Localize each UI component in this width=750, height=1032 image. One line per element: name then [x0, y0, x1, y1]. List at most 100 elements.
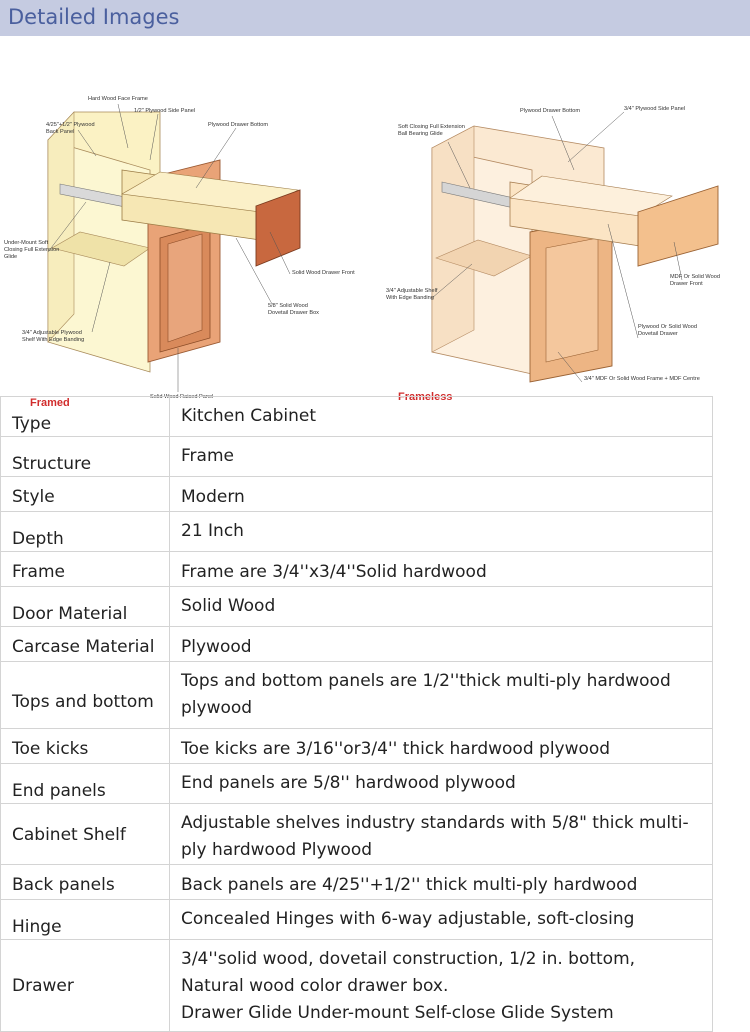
label-shelf-1: 3/4" Adjustable Plywood — [22, 330, 82, 336]
spec-key-cell: End panels — [0, 763, 170, 804]
label-dovetail-1: Plywood Or Solid Wood — [638, 324, 697, 330]
spec-key: Hinge — [12, 917, 62, 937]
spec-value-cell: Adjustable shelves industry standards wi… — [169, 803, 713, 865]
label-drawer-front: Solid Wood Drawer Front — [292, 270, 355, 276]
framed-cabinet-image: Hard Wood Face Frame 1/2" Plywood Side P… — [0, 52, 372, 406]
spec-key-cell: Tops and bottom — [0, 661, 170, 729]
spec-key: Frame — [12, 562, 65, 582]
label-shelf-2: Shelf With Edge Banding — [22, 337, 84, 343]
spec-key: Toe kicks — [12, 739, 89, 759]
label-glide-3: Glide — [4, 254, 17, 260]
table-row: Carcase Material Plywood — [0, 626, 713, 662]
spec-value-cell: Frame — [169, 436, 713, 477]
spec-value-cell: Frame are 3/4''x3/4''Solid hardwood — [169, 551, 713, 587]
spec-value-cell: Back panels are 4/25''+1/2'' thick multi… — [169, 864, 713, 900]
label-glide-2: Ball Bearing Glide — [398, 131, 443, 137]
spec-key-cell: Style — [0, 476, 170, 512]
label-mdf-front-2: Drawer Front — [670, 281, 703, 287]
label-drawer-box-1: 5/8" Solid Wood — [268, 303, 308, 309]
label-side-panel: 1/2" Plywood Side Panel — [134, 108, 195, 114]
spec-key-cell: Back panels — [0, 864, 170, 900]
spec-key-cell: Door Material — [0, 586, 170, 627]
label-face-frame: Hard Wood Face Frame — [88, 96, 148, 102]
spec-value: Modern — [181, 487, 245, 507]
spec-key-cell: Hinge — [0, 899, 170, 940]
spec-key: Type — [12, 414, 52, 434]
label-glide-1: Under-Mount Soft — [4, 240, 49, 246]
table-row: Frame Frame are 3/4''x3/4''Solid hardwoo… — [0, 551, 713, 587]
spec-key: Drawer — [12, 975, 74, 996]
table-row: Tops and bottom Tops and bottom panels a… — [0, 661, 713, 729]
spec-value: End panels are 5/8'' hardwood plywood — [181, 773, 516, 793]
table-row: Type Kitchen Cabinet — [0, 396, 713, 437]
spec-key-cell: Toe kicks — [0, 728, 170, 764]
table-row: Hinge Concealed Hinges with 6-way adjust… — [0, 899, 713, 940]
detailed-images: Hard Wood Face Frame 1/2" Plywood Side P… — [0, 36, 750, 406]
table-row: Drawer 3/4''solid wood, dovetail constru… — [0, 939, 713, 1032]
spec-key-cell: Cabinet Shelf — [0, 803, 170, 865]
table-row: Back panels Back panels are 4/25''+1/2''… — [0, 864, 713, 900]
spec-value-secondary: Drawer Glide Under-mount Self-close Glid… — [181, 1003, 614, 1023]
spec-value: Frame are 3/4''x3/4''Solid hardwood — [181, 562, 487, 582]
spec-value-cell: 3/4''solid wood, dovetail construction, … — [169, 939, 713, 1032]
spec-key: Carcase Material — [12, 637, 155, 657]
spec-value-cell: Concealed Hinges with 6-way adjustable, … — [169, 899, 713, 940]
section-title: Detailed Images — [8, 5, 180, 29]
spec-value-cell: End panels are 5/8'' hardwood plywood — [169, 763, 713, 804]
spec-value: Solid Wood — [181, 596, 276, 616]
label-frame: 3/4" MDF Or Solid Wood Frame + MDF Centr… — [584, 376, 700, 382]
spec-value-group: 3/4''solid wood, dovetail construction, … — [171, 941, 712, 1028]
table-row: Structure Frame — [0, 436, 713, 477]
spec-value: Plywood — [181, 637, 252, 657]
spec-key: Style — [12, 487, 55, 507]
label-shelf-2: With Edge Banding — [386, 295, 434, 301]
table-row: Door Material Solid Wood — [0, 586, 713, 627]
label-drawer-box-2: Dovetail Drawer Box — [268, 310, 319, 316]
label-shelf-1: 3/4" Adjustable Shelf — [386, 288, 438, 294]
spec-value: Frame — [181, 446, 234, 466]
table-row: Toe kicks Toe kicks are 3/16''or3/4'' th… — [0, 728, 713, 764]
spec-value-cell: Tops and bottom panels are 1/2''thick mu… — [169, 661, 713, 729]
label-glide-2: Closing Full Extension — [4, 247, 59, 253]
spec-key-cell: Carcase Material — [0, 626, 170, 662]
label-dovetail-2: Dovetail Drawer — [638, 331, 678, 337]
label-side-panel: 3/4" Plywood Side Panel — [624, 106, 685, 112]
section-header: Detailed Images — [0, 0, 750, 36]
spec-key: Door Material — [12, 604, 128, 624]
spec-value: Back panels are 4/25''+1/2'' thick multi… — [181, 875, 638, 895]
table-row: Depth 21 Inch — [0, 511, 713, 552]
spec-key-cell: Frame — [0, 551, 170, 587]
spec-value: Concealed Hinges with 6-way adjustable, … — [181, 909, 635, 929]
label-glide-1: Soft Closing Full Extension — [398, 124, 465, 130]
label-drawer-bottom: Plywood Drawer Bottom — [208, 122, 268, 128]
specifications-table: Type Kitchen Cabinet Structure Frame Sty… — [0, 396, 713, 1032]
spec-key: End panels — [12, 781, 106, 801]
spec-value: Tops and bottom panels are 1/2''thick mu… — [181, 671, 671, 718]
spec-key-cell: Type — [0, 396, 170, 437]
table-row: End panels End panels are 5/8'' hardwood… — [0, 763, 713, 804]
spec-value: Toe kicks are 3/16''or3/4'' thick hardwo… — [181, 739, 611, 759]
spec-value-cell: Toe kicks are 3/16''or3/4'' thick hardwo… — [169, 728, 713, 764]
frameless-cabinet-image: Plywood Drawer Bottom 3/4" Plywood Side … — [382, 52, 750, 406]
spec-value-cell: Modern — [169, 476, 713, 512]
spec-value-cell: Kitchen Cabinet — [169, 396, 713, 437]
spec-key: Cabinet Shelf — [12, 825, 126, 845]
spec-key-cell: Drawer — [0, 939, 170, 1032]
spec-value-cell: Solid Wood — [169, 586, 713, 627]
label-back-panel-2: Back Panel — [46, 129, 74, 135]
table-row: Style Modern — [0, 476, 713, 512]
table-row: Cabinet Shelf Adjustable shelves industr… — [0, 803, 713, 865]
spec-key: Structure — [12, 454, 92, 474]
spec-key-cell: Depth — [0, 511, 170, 552]
spec-value: Adjustable shelves industry standards wi… — [181, 813, 689, 860]
label-back-panel-1: 4/25"+1/2" Plywood — [46, 122, 95, 128]
label-drawer-bottom: Plywood Drawer Bottom — [520, 108, 580, 114]
spec-value: 21 Inch — [181, 521, 244, 541]
spec-value: 3/4''solid wood, dovetail construction, … — [181, 949, 636, 996]
spec-value-cell: Plywood — [169, 626, 713, 662]
spec-key-cell: Structure — [0, 436, 170, 477]
label-mdf-front-1: MDF Or Solid Wood — [670, 274, 720, 280]
spec-key: Back panels — [12, 875, 115, 895]
spec-key: Depth — [12, 529, 64, 549]
spec-key: Tops and bottom — [12, 692, 154, 712]
